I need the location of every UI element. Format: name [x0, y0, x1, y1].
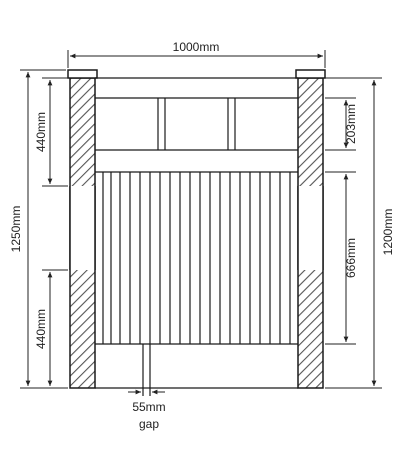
slat-section	[102, 172, 291, 344]
left-height-label: 1250mm	[9, 206, 23, 253]
gap-value-label: 55mm	[132, 400, 165, 414]
right-post	[295, 69, 326, 389]
gate-frame	[95, 77, 298, 389]
right-slat-section-label: 666mm	[344, 238, 358, 278]
gap-dimension: 55mm gap	[128, 344, 166, 431]
left-bottom-section-dimension: 440mm	[34, 269, 68, 389]
left-top-section-dimension: 440mm	[34, 77, 68, 187]
left-post	[67, 69, 98, 389]
width-label: 1000mm	[173, 40, 220, 54]
right-height-dimension: 1200mm	[325, 77, 395, 389]
width-dimension: 1000mm	[67, 40, 326, 68]
right-slat-section-dimension: 666mm	[325, 171, 358, 345]
left-top-section-label: 440mm	[34, 112, 48, 152]
right-top-panel-label: 203mm	[344, 104, 358, 144]
right-height-label: 1200mm	[381, 209, 395, 256]
top-panel-dividers	[157, 98, 236, 150]
left-bottom-section-label: 440mm	[34, 309, 48, 349]
right-top-panel-dimension: 203mm	[325, 97, 358, 151]
gap-word-label: gap	[139, 417, 159, 431]
